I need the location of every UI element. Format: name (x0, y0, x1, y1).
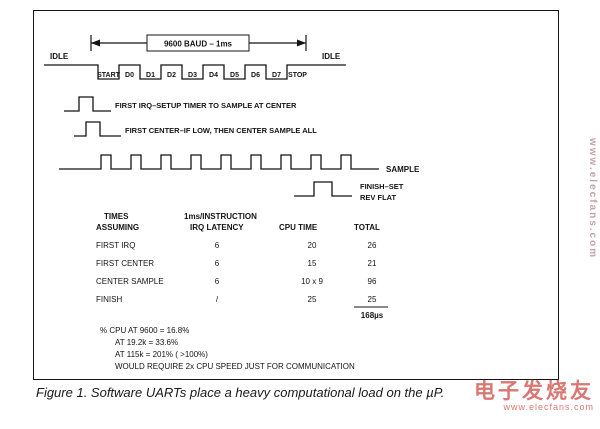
bit-label-d3: D3 (188, 72, 197, 79)
table-header-times: TIMES (104, 212, 129, 221)
watermark-side: www.elecfans.com (587, 138, 598, 260)
watermark-url-text: www.elecfans.com (503, 402, 594, 412)
bit-label-d1: D1 (146, 72, 155, 79)
table-row-label: FIRST CENTER (96, 259, 154, 268)
table-row-total: 25 (368, 295, 377, 304)
table-header-cpu-time: CPU TIME (279, 223, 318, 232)
baud-label-box (146, 34, 250, 52)
uart-waveform (44, 64, 346, 80)
first-center-label: FIRST CENTER–IF LOW, THEN CENTER SAMPLE … (125, 126, 317, 135)
table-row-cpu: 10 x 9 (301, 277, 323, 286)
figure-caption: Figure 1. Software UARTs place a heavy c… (36, 385, 445, 400)
table-row-latency: 6 (215, 277, 220, 286)
note-cpu-115k: AT 115k = 201% ( >100%) (115, 350, 208, 359)
table-row-label: CENTER SAMPLE (96, 277, 164, 286)
bit-label-d5: D5 (230, 72, 239, 79)
table-row-cpu: 25 (308, 295, 317, 304)
bit-label-d0: D0 (125, 72, 134, 79)
finish-pulse (294, 181, 352, 197)
bit-label-d6: D6 (251, 72, 260, 79)
first-center-pulse (74, 121, 121, 137)
table-row-total: 96 (368, 277, 377, 286)
bit-label-d7: D7 (272, 72, 281, 79)
bit-label-d2: D2 (167, 72, 176, 79)
bit-label-stop: STOP (288, 72, 307, 79)
finish-label-line1: FINISH–SET (360, 182, 404, 191)
note-conclusion: WOULD REQUIRE 2x CPU SPEED JUST FOR COMM… (115, 362, 355, 371)
table-row-latency: 6 (215, 259, 220, 268)
sample-waveform (59, 154, 379, 170)
idle-left-label: IDLE (50, 52, 69, 61)
table-header-assuming: ASSUMING (96, 223, 139, 232)
bit-label-d4: D4 (209, 72, 218, 79)
sample-label: SAMPLE (386, 165, 420, 174)
table-header-irq-latency: IRQ LATENCY (190, 223, 244, 232)
finish-label-line2: REV FLAT (360, 193, 397, 202)
table-row-label: FIRST IRQ (96, 241, 135, 250)
table-row-latency: / (216, 295, 219, 304)
first-irq-label: FIRST IRQ–SETUP TIMER TO SAMPLE AT CENTE… (115, 101, 297, 110)
table-row-total: 21 (368, 259, 377, 268)
uart-timing-diagram: 9600 BAUD – 1ms IDLE IDLE START D0 D1 D2… (44, 34, 420, 371)
table-row-latency: 6 (215, 241, 220, 250)
idle-right-label: IDLE (322, 52, 341, 61)
baud-label: 9600 BAUD – 1ms (164, 40, 233, 49)
note-cpu-9600: % CPU AT 9600 = 16.8% (100, 326, 189, 335)
table-header-total: TOTAL (354, 223, 380, 232)
bit-label-start: START (97, 72, 121, 79)
table-header-instruction: 1ms/INSTRUCTION (184, 212, 257, 221)
table-row-total: 26 (368, 241, 377, 250)
table-row-cpu: 20 (308, 241, 317, 250)
diagram-frame: 9600 BAUD – 1ms IDLE IDLE START D0 D1 D2… (33, 10, 559, 380)
table-sum: 168µs (361, 311, 384, 320)
table-row-label: FINISH (96, 295, 122, 304)
dimension-arrow-left-icon (91, 39, 100, 47)
first-irq-pulse (64, 96, 111, 112)
table-row-cpu: 15 (308, 259, 317, 268)
watermark-chinese-text: 电子发烧友 (474, 380, 594, 403)
note-cpu-19k: AT 19.2k = 33.6% (115, 338, 178, 347)
watermark-bottom: 电子发烧友 www.elecfans.com (474, 381, 594, 412)
dimension-arrow-right-icon (297, 39, 306, 47)
